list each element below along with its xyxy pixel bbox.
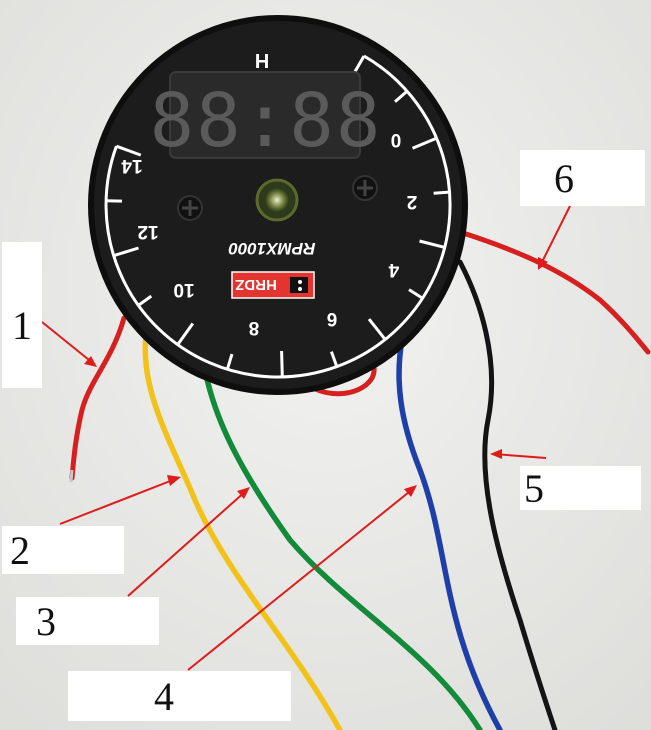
wire-6-red	[457, 229, 651, 355]
dial-tick	[411, 136, 438, 150]
dial-number-10: 10	[173, 279, 194, 300]
dial-top-letter: H	[255, 49, 269, 71]
callout-number-1: 1	[12, 303, 32, 348]
dial-number-4: 4	[388, 259, 399, 280]
dial-number-0: 0	[391, 129, 402, 150]
brand-badge-text: HRDZ	[235, 276, 277, 293]
display-window	[169, 71, 361, 159]
dial-tick	[408, 288, 424, 300]
callout-label-6: 6	[520, 150, 645, 206]
dial-tick	[329, 351, 339, 368]
screw-right	[352, 175, 378, 201]
display-digits: 88:88	[150, 78, 383, 164]
callout-number-2: 2	[10, 527, 30, 573]
wire-2-yellow	[142, 332, 343, 730]
dial-numbers: 0 2 4 6 8 10 12 14	[121, 129, 417, 338]
callout-number-6: 6	[554, 155, 574, 201]
arrow-5	[490, 449, 547, 459]
callout-label-3: 3	[16, 597, 159, 645]
callout-label-1: 1	[2, 242, 42, 388]
callout-number-3: 3	[36, 598, 56, 644]
wire-3-green	[202, 367, 483, 730]
wires	[69, 229, 651, 730]
dial-tick	[113, 246, 139, 258]
wire-5-black	[457, 259, 558, 730]
dial-tick	[225, 353, 234, 370]
wire-1-tip	[69, 469, 74, 483]
center-led-icon	[255, 178, 299, 222]
callout-label-5: 5	[520, 465, 641, 511]
wire-4-blue	[396, 337, 503, 730]
callout-label-4: 4	[68, 671, 291, 721]
brand-badge-icon	[290, 277, 308, 293]
dial-number-6: 6	[327, 308, 338, 329]
arrow-6	[538, 205, 571, 270]
arrow-2	[59, 475, 181, 525]
callout-number-4: 4	[154, 673, 174, 719]
wire-1-red	[69, 315, 127, 481]
dial-tick	[176, 322, 195, 346]
dial-number-2: 2	[407, 191, 418, 212]
dial-tick	[433, 190, 450, 195]
screw-left	[177, 195, 203, 221]
dial-scale-arc	[104, 54, 452, 379]
dial-tick	[115, 144, 142, 157]
tachometer-dial: H 88:88 RPMX1000 HRDZ 0	[88, 15, 468, 395]
callout-arrows	[41, 205, 571, 671]
model-text: RPMX1000	[228, 239, 315, 258]
callout-label-2: 2	[2, 526, 124, 574]
dial-tick	[367, 318, 387, 341]
arrow-4	[187, 485, 417, 671]
dial-tick	[419, 239, 446, 249]
arrow-1	[41, 321, 97, 367]
callout-number-5: 5	[524, 465, 544, 511]
dial-number-14: 14	[121, 155, 143, 176]
dial-number-8: 8	[249, 317, 260, 338]
dial-ticks	[106, 55, 450, 377]
dial-tick	[137, 294, 153, 307]
arrow-3	[127, 487, 250, 597]
dial-tick	[394, 90, 408, 103]
dial-tick	[280, 350, 284, 377]
dial-number-12: 12	[137, 221, 158, 242]
